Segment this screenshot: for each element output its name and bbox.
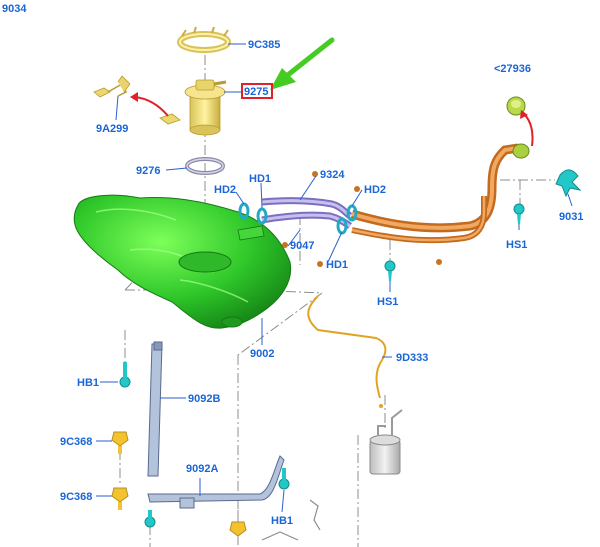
red-install-arrows <box>130 92 534 147</box>
label-9c368-top: 9C368 <box>60 436 92 448</box>
vapour-tube <box>307 295 387 408</box>
label-hd1-bottom: HD1 <box>326 259 348 271</box>
lock-ring <box>177 26 231 53</box>
evap-canister <box>369 409 403 475</box>
purple-tubes <box>261 197 353 229</box>
figure-id: 9034 <box>2 3 27 15</box>
fuel-tank <box>73 194 292 329</box>
label-9031: 9031 <box>559 211 583 223</box>
reference-bullets <box>282 171 442 267</box>
tank-strap-front <box>147 455 285 509</box>
label-9324: 9324 <box>320 169 345 181</box>
filler-bracket <box>555 169 582 198</box>
highlight-box <box>241 83 273 99</box>
label-9a299: 9A299 <box>96 123 128 135</box>
fuel-pump-module <box>184 79 227 136</box>
label-9c368-bottom: 9C368 <box>60 491 92 503</box>
push-clips <box>384 203 525 281</box>
label-9d333: 9D333 <box>396 352 428 364</box>
label-hd1-top: HD1 <box>249 173 271 185</box>
label-hs1-center: HS1 <box>377 296 398 308</box>
label-hb1-bottom: HB1 <box>271 515 293 527</box>
9c368-bolts <box>111 431 247 537</box>
label-9276: 9276 <box>136 165 160 177</box>
label-9002: 9002 <box>250 348 274 360</box>
label-hb1-top: HB1 <box>77 377 99 389</box>
label-hd2-left: HD2 <box>214 184 236 196</box>
label-hs1-right: HS1 <box>506 239 527 251</box>
label-9c385: 9C385 <box>248 39 280 51</box>
fuel-level-sender <box>93 75 181 125</box>
label-27936: <27936 <box>494 63 531 75</box>
tank-seal <box>185 157 225 175</box>
label-9275: 9275 <box>244 86 268 98</box>
label-9092a: 9092A <box>186 463 218 475</box>
label-9092b: 9092B <box>188 393 220 405</box>
label-hd2-right: HD2 <box>364 184 386 196</box>
leader-lines <box>96 43 573 513</box>
bottom-fragments <box>261 499 321 541</box>
hb1-bolts <box>119 362 290 528</box>
tank-strap-rear <box>147 341 163 477</box>
filler-pipe <box>350 143 519 244</box>
part-labels: 9C385 9275 9A299 9276 <27936 HD2 HD1 932… <box>60 39 583 527</box>
green-callout-arrow <box>270 37 335 90</box>
label-9047: 9047 <box>290 240 314 252</box>
filler-neck-cap <box>506 96 530 159</box>
